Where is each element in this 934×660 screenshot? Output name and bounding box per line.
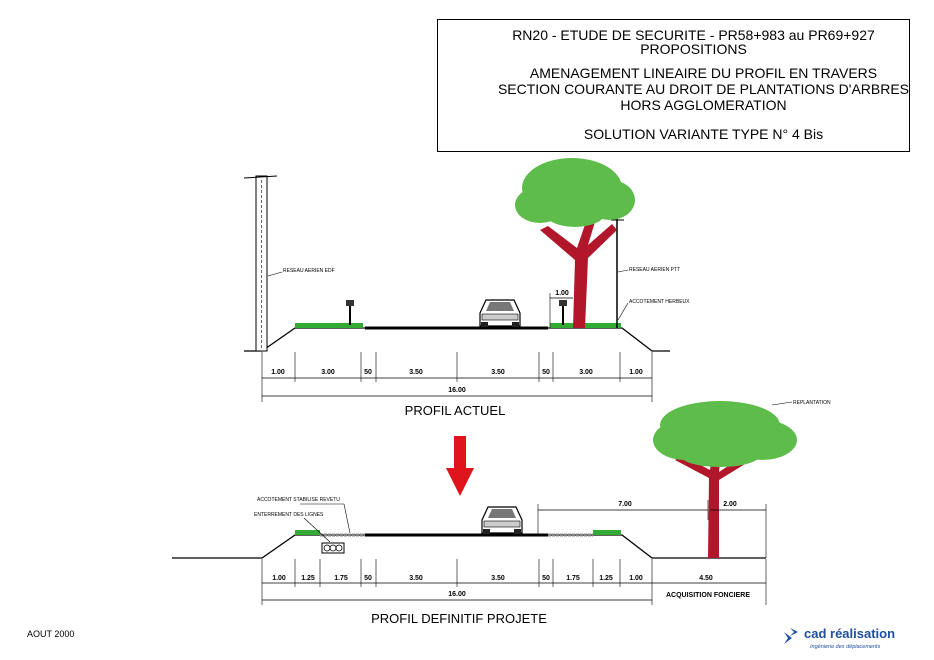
dim-actuel-5: 3.50 bbox=[491, 369, 505, 376]
ground-line-actuel bbox=[244, 327, 670, 352]
label-accotement-stabilise: ACCOTEMENT STABILISE REVETU bbox=[257, 497, 340, 503]
dim-actuel-4: 3.50 bbox=[409, 369, 423, 376]
caption-profil-projete: PROFIL DEFINITIF PROJETE bbox=[371, 611, 547, 626]
profil-actuel: 1.00 3.00 50 3.50 3.50 50 3.00 1.00 16.0… bbox=[243, 158, 690, 418]
dim-actuel-1: 1.00 bbox=[271, 369, 285, 376]
label-acquisition-fonciere: ACQUISITION FONCIERE bbox=[666, 592, 750, 599]
dim-projete-3: 1.75 bbox=[334, 575, 348, 582]
signpost-left bbox=[346, 300, 354, 325]
dim-actuel-2: 3.00 bbox=[321, 369, 335, 376]
dim-actuel-6: 50 bbox=[542, 369, 550, 376]
dim-actuel-7: 3.00 bbox=[579, 369, 593, 376]
signpost-right bbox=[559, 300, 567, 325]
title-line-5: HORS AGGLOMERATION bbox=[620, 97, 787, 113]
dim-projete-10: 1.00 bbox=[629, 575, 643, 582]
label-enterrement-lignes: ENTERREMENT DES LIGNES bbox=[254, 512, 324, 518]
dim-projete-total: 16.00 bbox=[448, 591, 466, 598]
label-reseau-edf: RESEAU AERIEN EDF bbox=[283, 268, 335, 274]
title-line-2: PROPOSITIONS bbox=[640, 41, 747, 57]
dimension-chain-projete bbox=[261, 559, 767, 605]
ground-line-projete bbox=[172, 534, 766, 559]
transition-arrow bbox=[446, 436, 474, 496]
dim-projete-5: 3.50 bbox=[409, 575, 423, 582]
grass-right-actuel bbox=[550, 323, 621, 328]
title-line-6: SOLUTION VARIANTE TYPE N° 4 Bis bbox=[583, 126, 824, 142]
title-line-1: RN20 - ETUDE DE SECURITE - PR58+983 au P… bbox=[512, 27, 875, 43]
dim-actuel-8: 1.00 bbox=[629, 369, 643, 376]
edf-pole bbox=[243, 175, 278, 352]
dim-projete-8: 1.75 bbox=[566, 575, 580, 582]
dim-projete-1: 1.00 bbox=[272, 575, 286, 582]
profil-projete: 1.00 1.25 1.75 50 3.50 3.50 50 1.75 1.25… bbox=[172, 400, 831, 626]
dim-actuel-tree-offset: 1.00 bbox=[555, 290, 569, 297]
dim-projete-tree-offset: 2.00 bbox=[723, 501, 737, 508]
title-block: RN20 - ETUDE DE SECURITE - PR58+983 au P… bbox=[437, 19, 910, 152]
car-projete bbox=[481, 506, 523, 534]
dim-projete-9: 1.25 bbox=[599, 575, 613, 582]
grass-left-projete bbox=[295, 530, 320, 535]
dim-projete-tree-dist: 7.00 bbox=[618, 501, 632, 508]
logo-name: cad réalisation bbox=[804, 626, 895, 641]
car-actuel bbox=[479, 299, 521, 327]
dim-projete-7: 50 bbox=[542, 575, 550, 582]
dim-projete-2: 1.25 bbox=[301, 575, 315, 582]
company-logo: cad réalisation Ingénierie des déplaceme… bbox=[784, 626, 895, 650]
dimension-chain-actuel bbox=[261, 352, 653, 402]
dim-actuel-3: 50 bbox=[364, 369, 372, 376]
date-label: AOUT 2000 bbox=[27, 629, 74, 639]
label-reseau-ptt: RESEAU AERIEN PTT bbox=[629, 267, 680, 273]
title-line-4: SECTION COURANTE AU DROIT DE PLANTATIONS… bbox=[497, 81, 910, 97]
tree-existing bbox=[515, 158, 635, 328]
caption-profil-actuel: PROFIL ACTUEL bbox=[405, 403, 506, 418]
dim-actuel-total: 16.00 bbox=[448, 387, 466, 394]
tree-replanted bbox=[653, 401, 797, 558]
title-line-3: AMENAGEMENT LINEAIRE DU PROFIL EN TRAVER… bbox=[529, 65, 878, 81]
dim-projete-6: 3.50 bbox=[491, 575, 505, 582]
grass-right-projete bbox=[593, 530, 621, 535]
dim-projete-4: 50 bbox=[364, 575, 372, 582]
buried-conduits bbox=[321, 542, 345, 554]
grass-left-actuel bbox=[295, 323, 363, 328]
label-replantation: REPLANTATION bbox=[793, 400, 831, 406]
logo-tagline: Ingénierie des déplacements bbox=[810, 644, 881, 650]
label-accotement-herbeux: ACCOTEMENT HERBEUX bbox=[629, 299, 690, 305]
dim-projete-acquisition-width: 4.50 bbox=[699, 575, 713, 582]
